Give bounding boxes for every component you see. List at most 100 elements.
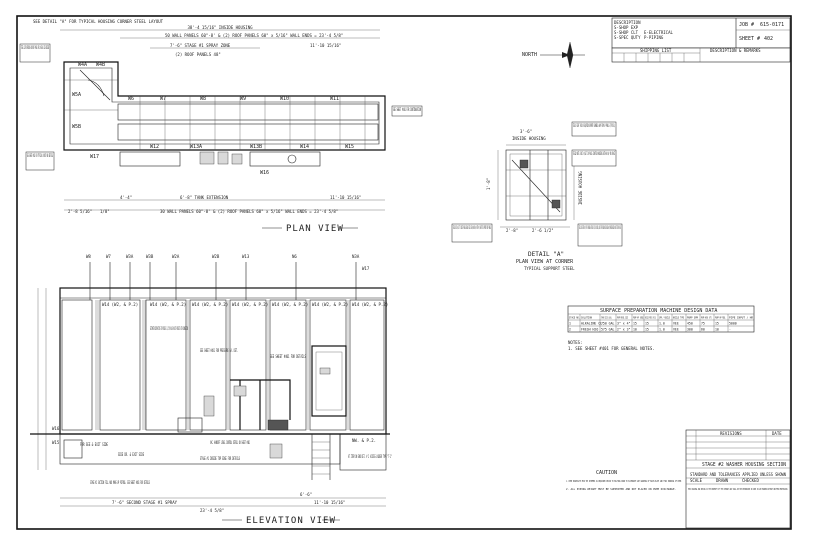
design-data-cell: 2 xyxy=(569,328,571,332)
elev-dim-2: 11'-10 15/16" xyxy=(314,500,345,505)
title-desc-2: S-SHOP CLT xyxy=(614,30,639,35)
elev-note-10: NW. & P.2. xyxy=(352,438,376,443)
plan-tag-17: W17 xyxy=(90,154,99,160)
elev-tag-4: W3B xyxy=(146,254,154,259)
checked-label: CHECKED xyxy=(742,478,759,483)
design-data-note-1: 1. SEE SHEET #401 FOR GENERAL NOTES. xyxy=(568,346,655,351)
design-data-cell: FRESH H2O xyxy=(581,328,598,332)
design-data-header: PUMP HP (REQ) xyxy=(633,316,644,320)
plan-tag-1: W4A xyxy=(78,62,87,68)
caution-line-2: 2. ALL PIPING WEIGHT MUST BE SUPPORTED A… xyxy=(566,487,676,491)
sheet-value: 402 xyxy=(764,36,773,42)
elev-note-2: SEE SHEET #401 FOR PRESSURE GA. DET. xyxy=(200,348,238,353)
title-desc-0: DESCRIPTION xyxy=(614,20,641,25)
design-data-header: NOZZLE PRESS (PSI) xyxy=(645,316,656,320)
elev-tag-5: W2A xyxy=(172,254,180,259)
plan-tag-15: W15 xyxy=(345,144,354,150)
elev-note-6: STAGE #2 SUCTION FILL AND MAKE-UP PIPING… xyxy=(90,480,150,485)
design-data-cell: 15 xyxy=(645,322,649,326)
plan-dim-top-1: 50 WALL PANELS 60"-8' & (2) ROOF PANELS … xyxy=(165,33,343,38)
plan-tag-3: W5A xyxy=(72,92,81,98)
elev-tag-11: W16 xyxy=(52,426,60,431)
detail-a-callout-2: FIELD NOTE: BOLT W/SLT IN PLACE CONTAIN … xyxy=(573,151,615,156)
plan-dim-top-2: 7'-6" STAGE #1 SPRAY ZONE xyxy=(170,43,231,48)
elev-note-3: SEE SHEET #401 FOR DETAILS xyxy=(270,354,306,359)
detail-a-frame xyxy=(505,149,567,221)
elev-wall-5: W14 (W2, & P.2) xyxy=(272,302,308,307)
design-data-cell: 15 xyxy=(715,322,719,326)
plan-tag-7: W8 xyxy=(200,96,206,102)
sheet-label: SHEET # xyxy=(739,36,760,42)
title-desc-5: P-PIPING xyxy=(644,35,664,40)
design-data-cell: 1.0 xyxy=(659,328,665,332)
detail-a-callout-4: FIELD LOCATE WITH W4/W TOP OF CHANNELS W… xyxy=(579,225,621,230)
design-data-cell: 10 xyxy=(715,328,719,332)
design-data-cell: 60 xyxy=(701,328,705,332)
elev-note-4: STAGE #1 INSIDE TOP EDGE FOR DETAILS xyxy=(200,456,240,461)
plan-tag-10: W11 xyxy=(330,96,339,102)
plan-tag-6: W7 xyxy=(160,96,166,102)
plan-pump-2 xyxy=(217,151,229,165)
design-data-header: PUMP GPM xyxy=(687,316,698,320)
detail-a-label-2: INSIDE HOUSING xyxy=(578,171,583,205)
detail-a-note: TYPICAL SUPPORT STEEL xyxy=(524,266,575,271)
elev-dim-3: 6'-6" xyxy=(300,492,312,497)
elev-note-5: VAC. HANDOFF LEVEL CONTROL DETAIL ON SHE… xyxy=(210,440,250,445)
plan-tag-2: W4B xyxy=(96,62,105,68)
caution-title: CAUTION xyxy=(596,470,617,476)
design-data-table: SURFACE PREPARATION MACHINE DESIGN DATA … xyxy=(567,305,755,351)
elev-tag-3: W3A xyxy=(126,254,134,259)
plan-dim-top-4: 11'-10 15/16" xyxy=(310,43,341,48)
design-data-cell: 575 GAL xyxy=(601,328,615,332)
design-data-header: NOZZLE TYPE xyxy=(673,316,684,320)
caution-line-1: 1. PUMP BASEPLATE MUST BE SHIMMED AS REQ… xyxy=(566,479,682,483)
design-data-title: SURFACE PREPARATION MACHINE DESIGN DATA xyxy=(600,308,717,314)
plan-pump-1 xyxy=(199,151,215,165)
date-label: DATE xyxy=(772,431,782,436)
detail-a-dim-2: 1'-8" xyxy=(486,178,491,190)
top-left-note: SEE DETAIL "A" FOR TYPICAL HOUSING CORNE… xyxy=(33,19,164,24)
plan-callout-clip: STEEL CLIP OPENINGS ON ROOF PANEL FOR ON… xyxy=(21,45,49,50)
plan-dim-bottom-5: 30 WALL PANELS 60"-8' & (2) ROOF PANELS … xyxy=(160,209,338,214)
design-data-cell: VEE xyxy=(673,328,679,332)
plan-dim-bottom-2: 1/8" xyxy=(100,209,110,214)
plan-housing-outline xyxy=(63,61,386,151)
title-block: DESCRIPTION S-SHOP EXP S-SHOP CLT E-ELEC… xyxy=(566,17,791,529)
design-data-header: PUMP HEAD (FT) xyxy=(701,316,712,320)
elevation-access-door xyxy=(311,345,347,417)
elev-tag-1: W8 xyxy=(86,254,91,259)
elev-dim-4: 23'-4 5/8" xyxy=(200,508,224,513)
job-label: JOB # xyxy=(739,22,754,28)
plan-tag-4: W5B xyxy=(72,124,81,130)
plan-tag-12: W13A xyxy=(190,144,202,150)
title-desc-4: S-SPEC QUTY xyxy=(614,35,641,40)
design-data-cell: 15 xyxy=(633,322,637,326)
design-data-cell: VEE xyxy=(673,322,679,326)
plan-dim-top-3: (2) ROOF PANELS 48" xyxy=(175,52,221,57)
desc-remarks-label: DESCRIPTION & REMARKS xyxy=(710,48,761,53)
design-data-header: STAGE NO. xyxy=(569,316,580,320)
shipping-list-label: SHIPPING LIST xyxy=(640,48,672,53)
drawing-title: STAGE #2 WASHER HOUSING SECTION xyxy=(702,462,786,468)
plan-tag-11: W12 xyxy=(150,144,159,150)
design-data-cell: 2" x 3" xyxy=(617,328,631,332)
scale-label: SCALE xyxy=(690,478,703,483)
elev-note-7: AT ITEM ON END DET. # 2 ACCESS LADDER TY… xyxy=(348,454,392,459)
elev-tag-12: W15 xyxy=(52,440,60,445)
design-data-cell: - xyxy=(729,328,731,332)
elev-wall-7: W14 (W2, & P.2) xyxy=(352,302,388,307)
sheet-border xyxy=(16,15,792,530)
design-data-header: SOLUTION xyxy=(581,316,592,320)
elev-wall-2: W14 (W2, & P.2) xyxy=(150,302,186,307)
design-data-cell: 300 xyxy=(687,328,693,332)
plan-callout-continuation: SEE SHEET #401 FOR CONTINUATION xyxy=(393,107,421,112)
design-data-header: GPM / NOZZLE xyxy=(659,316,670,320)
plan-tag-5: W6 xyxy=(128,96,134,102)
design-data-cell: 15 xyxy=(645,328,649,332)
standards-note: STANDARD AND TOLERANCES APPLIED UNLESS S… xyxy=(690,472,787,477)
north-arrow: NORTH xyxy=(522,41,585,69)
design-data-cell: 10 xyxy=(633,328,637,332)
detail-a-label-1: INSIDE HOUSING xyxy=(512,136,546,141)
elev-tag-7: W13 xyxy=(242,254,250,259)
